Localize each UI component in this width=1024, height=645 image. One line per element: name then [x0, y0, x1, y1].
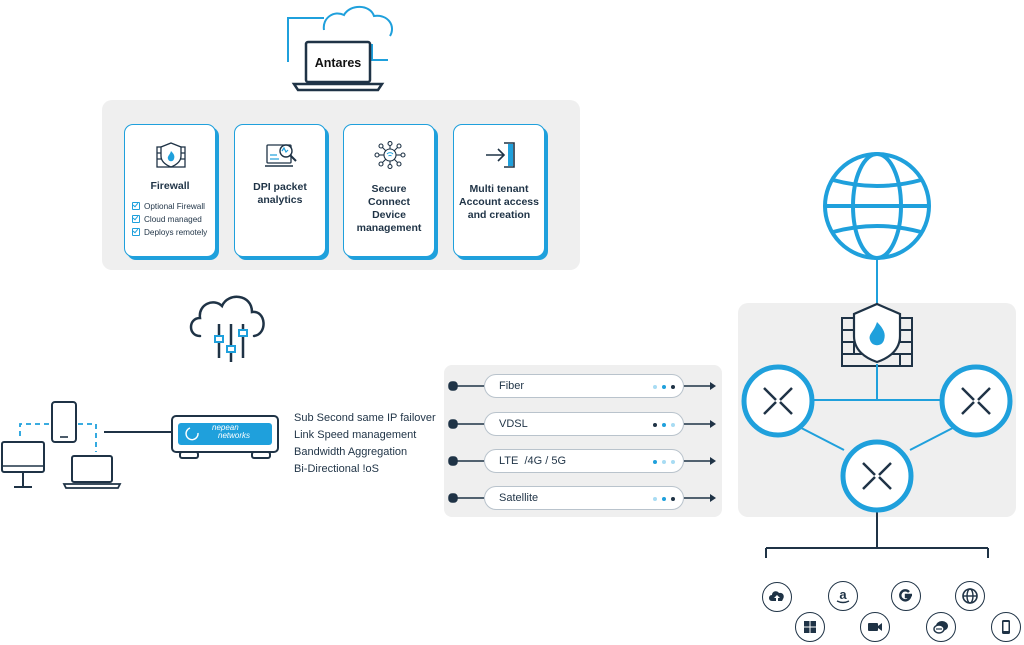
traffic-dots-icon [653, 497, 675, 501]
cloud-upload-icon[interactable] [762, 582, 792, 612]
internet-globe-icon [823, 152, 931, 260]
firewall-shield-icon [156, 142, 186, 168]
feature-item: Sub Second same IP failover [294, 412, 436, 424]
dpi-card-title: DPI packet analytics [253, 181, 307, 206]
list-item: Deploys remotely [132, 226, 207, 239]
edge-feature-list: Sub Second same IP failover Link Speed m… [294, 410, 436, 478]
video-camera-icon[interactable] [860, 612, 890, 642]
feature-item: Bandwidth Aggregation [294, 446, 408, 458]
traffic-dots-icon [653, 385, 675, 389]
firewall-card-title: Firewall [150, 180, 190, 192]
wan-link-label: Fiber [499, 380, 525, 392]
checkbox-icon [132, 215, 140, 223]
firewall-card[interactable]: Firewall Optional Firewall Cloud managed… [124, 124, 216, 257]
secure-connect-card[interactable]: Secure Connect Device management [343, 124, 435, 257]
checkbox-icon [132, 202, 140, 210]
svg-text:a: a [839, 587, 847, 602]
chat-icon[interactable] [926, 612, 956, 642]
wan-link-lte[interactable]: LTE /4G / 5G [484, 449, 684, 473]
antares-cloud-laptop-icon [287, 5, 393, 92]
client-devices-icon [1, 401, 172, 489]
device-brand-label: nepean networks [212, 424, 250, 440]
traffic-dots-icon [653, 460, 675, 464]
nepean-edge-device [171, 415, 279, 459]
wan-link-satellite-connector [448, 493, 716, 503]
list-item-label: Cloud managed [144, 215, 202, 224]
router-center-icon [840, 439, 914, 513]
feature-item: Link Speed management [294, 429, 417, 441]
wan-link-fiber[interactable]: Fiber [484, 374, 684, 398]
wan-link-lte-connector [448, 456, 716, 466]
router-right-icon [939, 364, 1013, 438]
dpi-card[interactable]: DPI packet analytics [234, 124, 326, 257]
brand-line-2: networks [218, 431, 251, 440]
wan-link-vdsl-connector [448, 419, 716, 429]
wan-link-satellite[interactable]: Satellite [484, 486, 684, 510]
cloud-control-sliders-icon [189, 295, 265, 362]
list-item-label: Optional Firewall [144, 202, 205, 211]
list-item: Cloud managed [132, 213, 207, 226]
wan-link-label: LTE /4G / 5G [499, 455, 567, 467]
multi-tenant-card[interactable]: Multi tenant Account access and creation [453, 124, 545, 257]
mobile-phone-icon[interactable] [991, 612, 1021, 642]
globe-icon[interactable] [955, 581, 985, 611]
router-left-icon [741, 364, 815, 438]
list-item: Optional Firewall [132, 200, 207, 213]
checkbox-icon [132, 228, 140, 236]
traffic-dots-icon [653, 423, 675, 427]
dpi-magnifier-icon [265, 144, 297, 167]
list-item-label: Deploys remotely [144, 228, 208, 237]
windows-icon[interactable] [795, 612, 825, 642]
core-firewall-icon [841, 302, 913, 367]
amazon-icon[interactable]: a [828, 581, 858, 611]
antares-label: Antares [314, 56, 362, 70]
feature-item: Bi-Directional !oS [294, 463, 379, 475]
secure-connect-card-title: Secure Connect Device management [356, 183, 422, 234]
brand-line-1: nepean [212, 423, 239, 432]
wan-link-fiber-connector [448, 381, 716, 391]
google-icon[interactable] [891, 581, 921, 611]
device-network-icon [374, 141, 406, 169]
login-door-icon [486, 142, 515, 168]
network-core-diagram [741, 152, 1013, 558]
wan-link-label: Satellite [499, 492, 539, 504]
wan-link-label: VDSL [499, 418, 528, 430]
multi-tenant-card-title: Multi tenant Account access and creation [459, 183, 539, 221]
wan-link-connectors [448, 381, 716, 503]
firewall-feature-list: Optional Firewall Cloud managed Deploys … [132, 200, 207, 239]
wan-link-vdsl[interactable]: VDSL [484, 412, 684, 436]
